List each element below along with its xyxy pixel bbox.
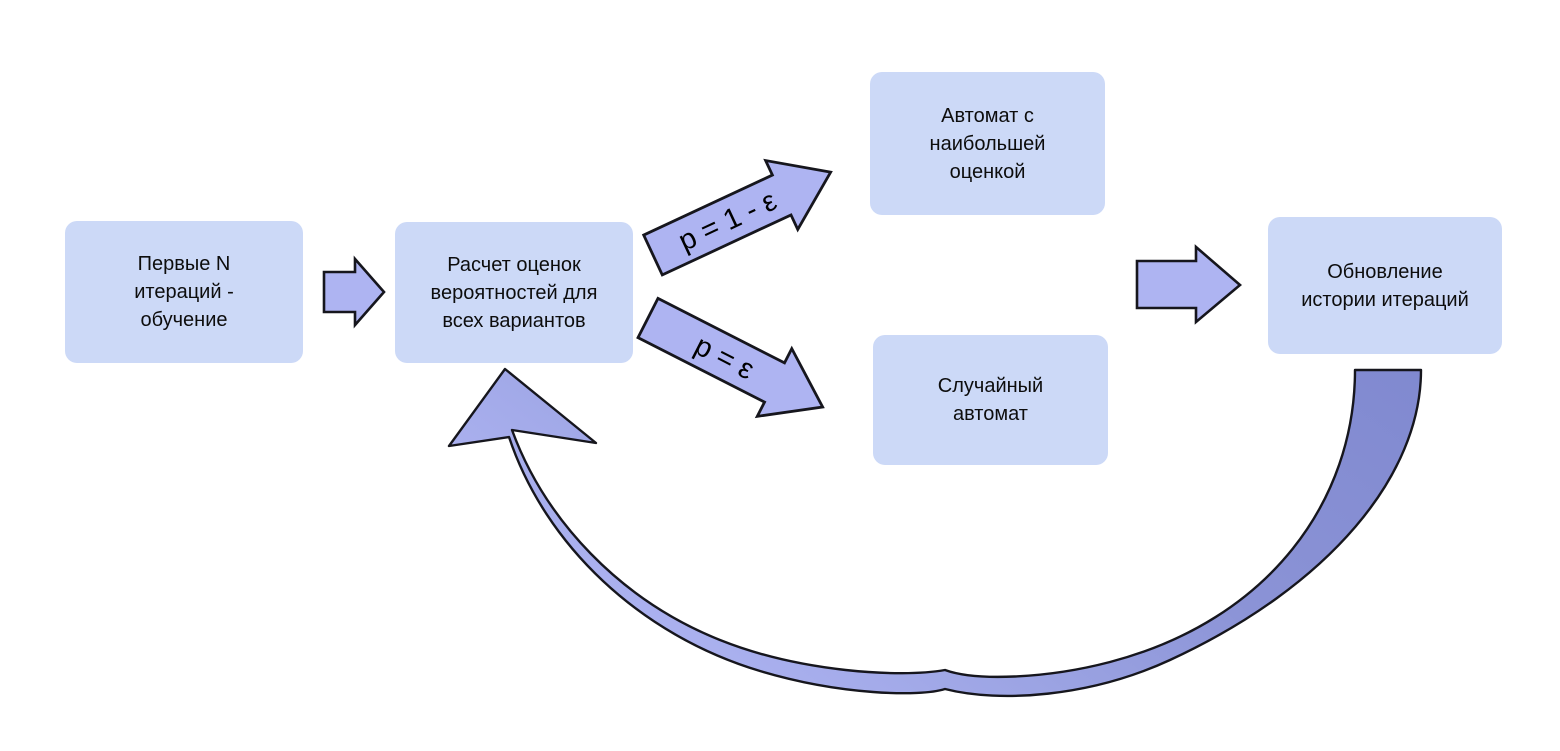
arrow-training-to-scoring (322, 255, 386, 329)
node-training[interactable]: Первые N итераций - обучение (65, 221, 303, 363)
node-history-update[interactable]: Обновление истории итераций (1268, 217, 1502, 354)
node-random-arm-label: Случайный автомат (937, 375, 1044, 425)
node-training-label: Первые N итераций - обучение (134, 253, 234, 331)
node-scoring[interactable]: Расчет оценок вероятностей для всех вари… (395, 222, 633, 363)
arrow-scoring-to-random-arm (636, 296, 825, 419)
node-best-arm[interactable]: Автомат с наибольшей оценкой (870, 72, 1105, 215)
arrow-arms-to-history (1135, 244, 1243, 325)
node-best-arm-label: Автомат с наибольшей оценкой (929, 104, 1046, 183)
curved-feedback-arrow (447, 367, 1423, 698)
arrow-scoring-to-best-arm (641, 158, 833, 277)
node-random-arm[interactable]: Случайный автомат (873, 335, 1108, 465)
node-scoring-label: Расчет оценок вероятностей для всех вари… (430, 253, 598, 332)
node-history-update-label: Обновление истории итераций (1301, 260, 1469, 311)
